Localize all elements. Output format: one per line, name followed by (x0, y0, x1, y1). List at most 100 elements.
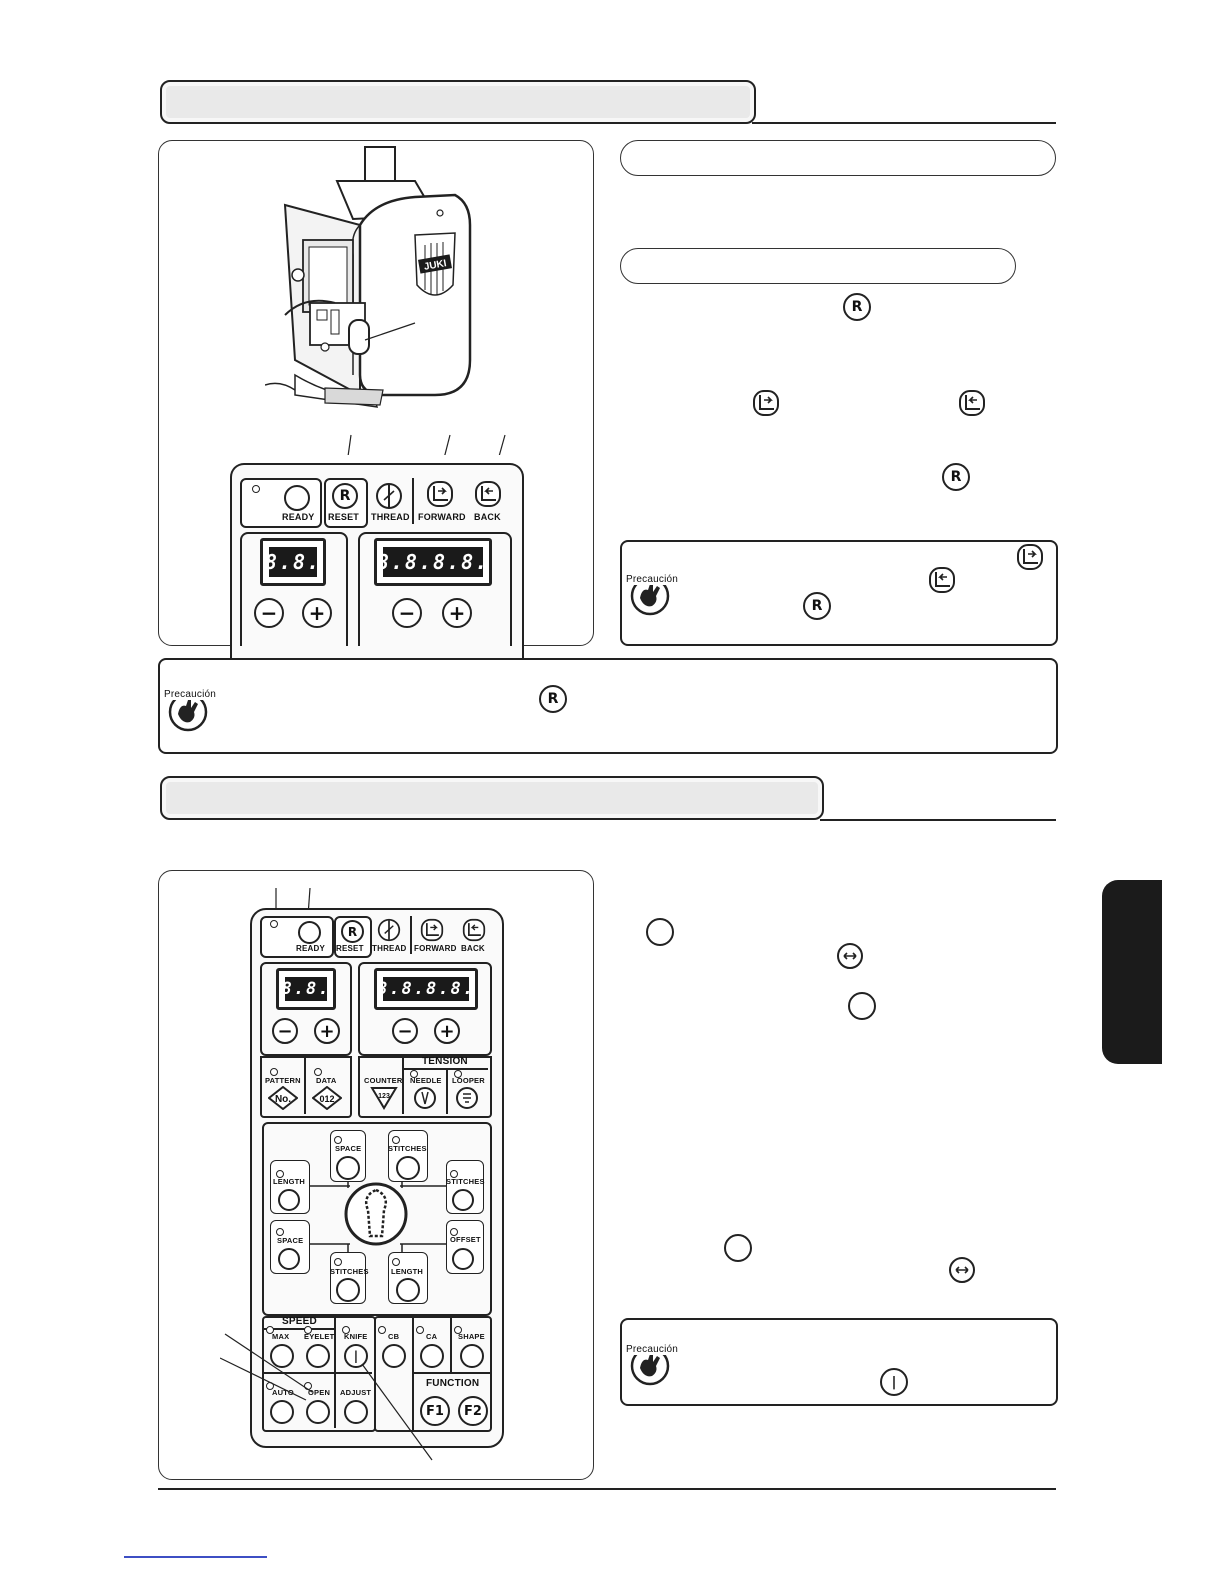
data-key[interactable]: 012 (312, 1086, 342, 1110)
caution-box-right-1 (620, 540, 1058, 646)
length-left-icon (278, 1189, 300, 1211)
minus-button-small[interactable]: − (272, 1018, 298, 1044)
back-icon-inline-2 (929, 567, 955, 593)
thread-label: THREAD (372, 944, 407, 953)
knife-key[interactable]: | (344, 1344, 368, 1368)
ca-label: CA (426, 1332, 438, 1341)
forward-icon[interactable] (420, 918, 444, 942)
subheading-pill-2 (620, 248, 1016, 284)
needle-tension-key[interactable] (414, 1086, 436, 1110)
caution-box-wide (158, 658, 1058, 754)
eyelet-speed-key[interactable] (306, 1344, 330, 1368)
cb-led (378, 1326, 386, 1334)
space-left-icon (278, 1248, 300, 1270)
adjust-key[interactable] (344, 1400, 368, 1424)
section-header-bar-1 (160, 80, 756, 124)
ready-icon-inline-2 (848, 992, 876, 1020)
auto-label: AUTO (272, 1388, 294, 1397)
cb-key[interactable] (382, 1344, 406, 1368)
length-bottom-label: LENGTH (391, 1267, 424, 1276)
f2-key[interactable]: F2 (458, 1396, 488, 1426)
plus-button-small[interactable]: + (314, 1018, 340, 1044)
reset-label-top: RESET (328, 512, 360, 522)
stitches-right-icon (452, 1189, 474, 1211)
stitches-bottom-led (334, 1258, 342, 1266)
minus-button-large-top[interactable]: − (392, 598, 422, 628)
subheading-pill-1 (620, 140, 1056, 176)
stitches-top-icon (396, 1156, 420, 1180)
length-left-label: LENGTH (273, 1177, 306, 1186)
reset-button-top[interactable]: R (332, 483, 358, 509)
ready-label: READY (296, 944, 326, 953)
lcd-area-large-top (358, 532, 512, 646)
plus-button-small-top[interactable]: + (302, 598, 332, 628)
length-left-led (276, 1170, 284, 1178)
tension-title-underline (404, 1068, 488, 1070)
adjust-label: ADJUST (340, 1388, 372, 1397)
tension-title: TENSION (422, 1056, 468, 1067)
lcd-small-top: 8.8. (260, 538, 326, 586)
forward-label-top: FORWARD (418, 512, 466, 522)
pattern-number-key[interactable]: No. (268, 1086, 298, 1110)
stitches-top-label: STITCHES (388, 1144, 427, 1153)
plus-button-large-top[interactable]: + (442, 598, 472, 628)
caution-hand-icon (630, 576, 670, 616)
back-icon[interactable] (462, 918, 486, 942)
plus-button-large[interactable]: + (434, 1018, 460, 1044)
max-speed-key[interactable] (270, 1344, 294, 1368)
knife-icon-inline: | (880, 1368, 908, 1396)
eyelet-shape-icon (344, 1182, 408, 1246)
knife-led (342, 1326, 350, 1334)
counter-key[interactable]: 123 (370, 1086, 398, 1110)
minus-button-small-top[interactable]: − (254, 598, 284, 628)
caution-label-3: Precaución (626, 1344, 679, 1355)
lcd-area-small-top (240, 532, 348, 646)
forward-icon-inline-2 (1017, 544, 1043, 570)
shape-key[interactable] (460, 1344, 484, 1368)
counter-key-glyph: 123 (378, 1093, 390, 1100)
auto-speed-key[interactable] (270, 1400, 294, 1424)
looper-tension-key[interactable] (456, 1086, 478, 1110)
data-led (314, 1068, 322, 1076)
ca-key[interactable] (420, 1344, 444, 1368)
footer-link-underline[interactable] (124, 1556, 267, 1558)
space-top-icon (336, 1156, 360, 1180)
offset-led (450, 1228, 458, 1236)
shape-led (454, 1326, 462, 1334)
knife-label: KNIFE (344, 1332, 368, 1341)
open-icon-inline-1 (837, 943, 863, 969)
cb-label: CB (388, 1332, 400, 1341)
footer-rule (158, 1488, 1056, 1490)
thread-icon-top[interactable] (375, 482, 403, 510)
reset-icon-inline-1: R (843, 293, 871, 321)
f1-key[interactable]: F1 (420, 1396, 450, 1426)
speed-title: SPEED (282, 1316, 317, 1327)
lcd-large-top: 8.8.8.8. (374, 538, 492, 586)
ready-label-top: READY (282, 512, 315, 522)
machine-brand-logo: JUKI (423, 258, 448, 273)
needle-looper-divider (446, 1070, 448, 1114)
pattern-data-divider (304, 1056, 306, 1114)
offset-label: OFFSET (450, 1235, 481, 1244)
pattern-key-glyph: No. (275, 1094, 291, 1105)
looper-label: LOOPER (452, 1076, 485, 1085)
pattern-row-box (260, 1056, 352, 1118)
minus-button-large[interactable]: − (392, 1018, 418, 1044)
looper-led (454, 1070, 462, 1078)
stitches-right-led (450, 1170, 458, 1178)
ready-button[interactable] (298, 921, 321, 944)
forward-icon-top[interactable] (426, 480, 454, 508)
back-icon-top[interactable] (474, 480, 502, 508)
thread-icon[interactable] (377, 918, 401, 942)
ready-button-top[interactable] (284, 485, 310, 511)
open-icon-inline-2 (949, 1257, 975, 1283)
section-rule-2 (820, 819, 1056, 821)
forward-icon-inline-1 (753, 390, 779, 416)
reset-icon-inline-4: R (539, 685, 567, 713)
reset-button[interactable]: R (341, 920, 364, 943)
caution-box-bottom (620, 1318, 1058, 1406)
open-key[interactable] (306, 1400, 330, 1424)
reset-label: RESET (336, 944, 364, 953)
eyelet-led (304, 1326, 312, 1334)
leader-lines-bottom (220, 1333, 433, 1461)
